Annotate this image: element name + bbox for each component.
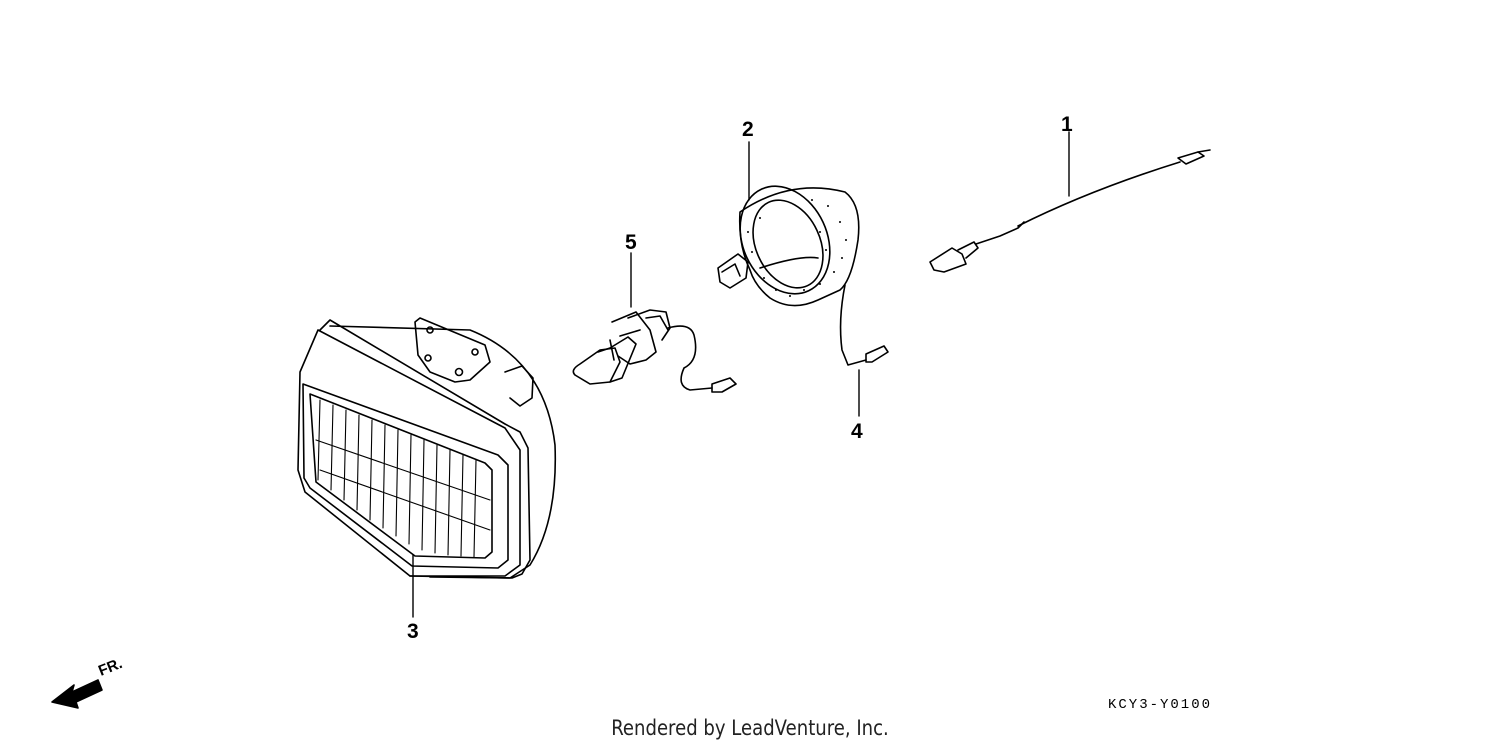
headlight-bulb bbox=[572, 252, 737, 393]
headlight-unit bbox=[297, 317, 557, 618]
callout-3: 3 bbox=[407, 620, 419, 643]
cover-wire bbox=[839, 284, 889, 417]
front-arrow-icon bbox=[51, 679, 103, 709]
dust-cover bbox=[717, 141, 860, 307]
callout-4: 4 bbox=[851, 420, 863, 443]
callout-2: 2 bbox=[742, 118, 754, 141]
callout-1: 1 bbox=[1061, 113, 1073, 136]
sub-cord bbox=[929, 131, 1211, 273]
diagram-code: KCY3-Y0100 bbox=[1108, 697, 1213, 713]
footer-credit: Rendered by LeadVenture, Inc. bbox=[611, 716, 889, 740]
callout-5: 5 bbox=[625, 231, 637, 254]
